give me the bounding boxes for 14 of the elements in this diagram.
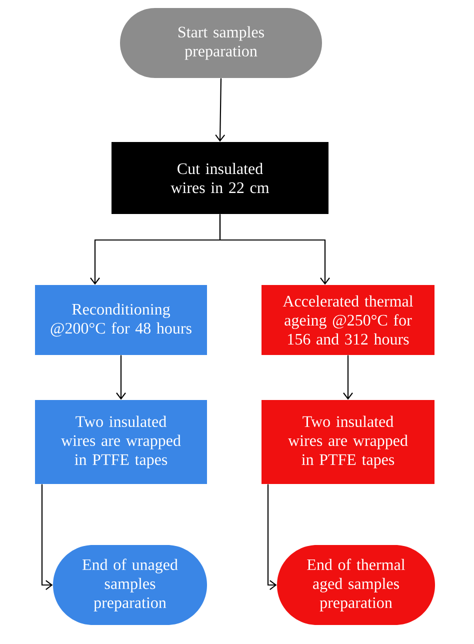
arrow <box>219 214 330 285</box>
arrow <box>215 78 226 142</box>
process-box: Accelerated thermal ageing @250°C for 156 and 312 hours <box>262 285 434 355</box>
end-terminal: End of unaged samples preparation <box>53 545 207 625</box>
process-box: Two insulated wires are wrapped in PTFE tapes <box>262 400 434 484</box>
process-box: Cut insulated wires in 22 cm <box>112 142 328 214</box>
arrow <box>116 355 126 400</box>
arrow <box>343 355 353 400</box>
arrow <box>41 484 53 590</box>
process-box: Reconditioning @200°C for 48 hours <box>35 285 207 355</box>
process-box: Two insulated wires are wrapped in PTFE tapes <box>35 400 207 484</box>
arrow <box>267 484 277 590</box>
start-terminal: Start samples preparation <box>120 8 322 78</box>
end-terminal: End of thermal aged samples preparation <box>277 545 435 625</box>
